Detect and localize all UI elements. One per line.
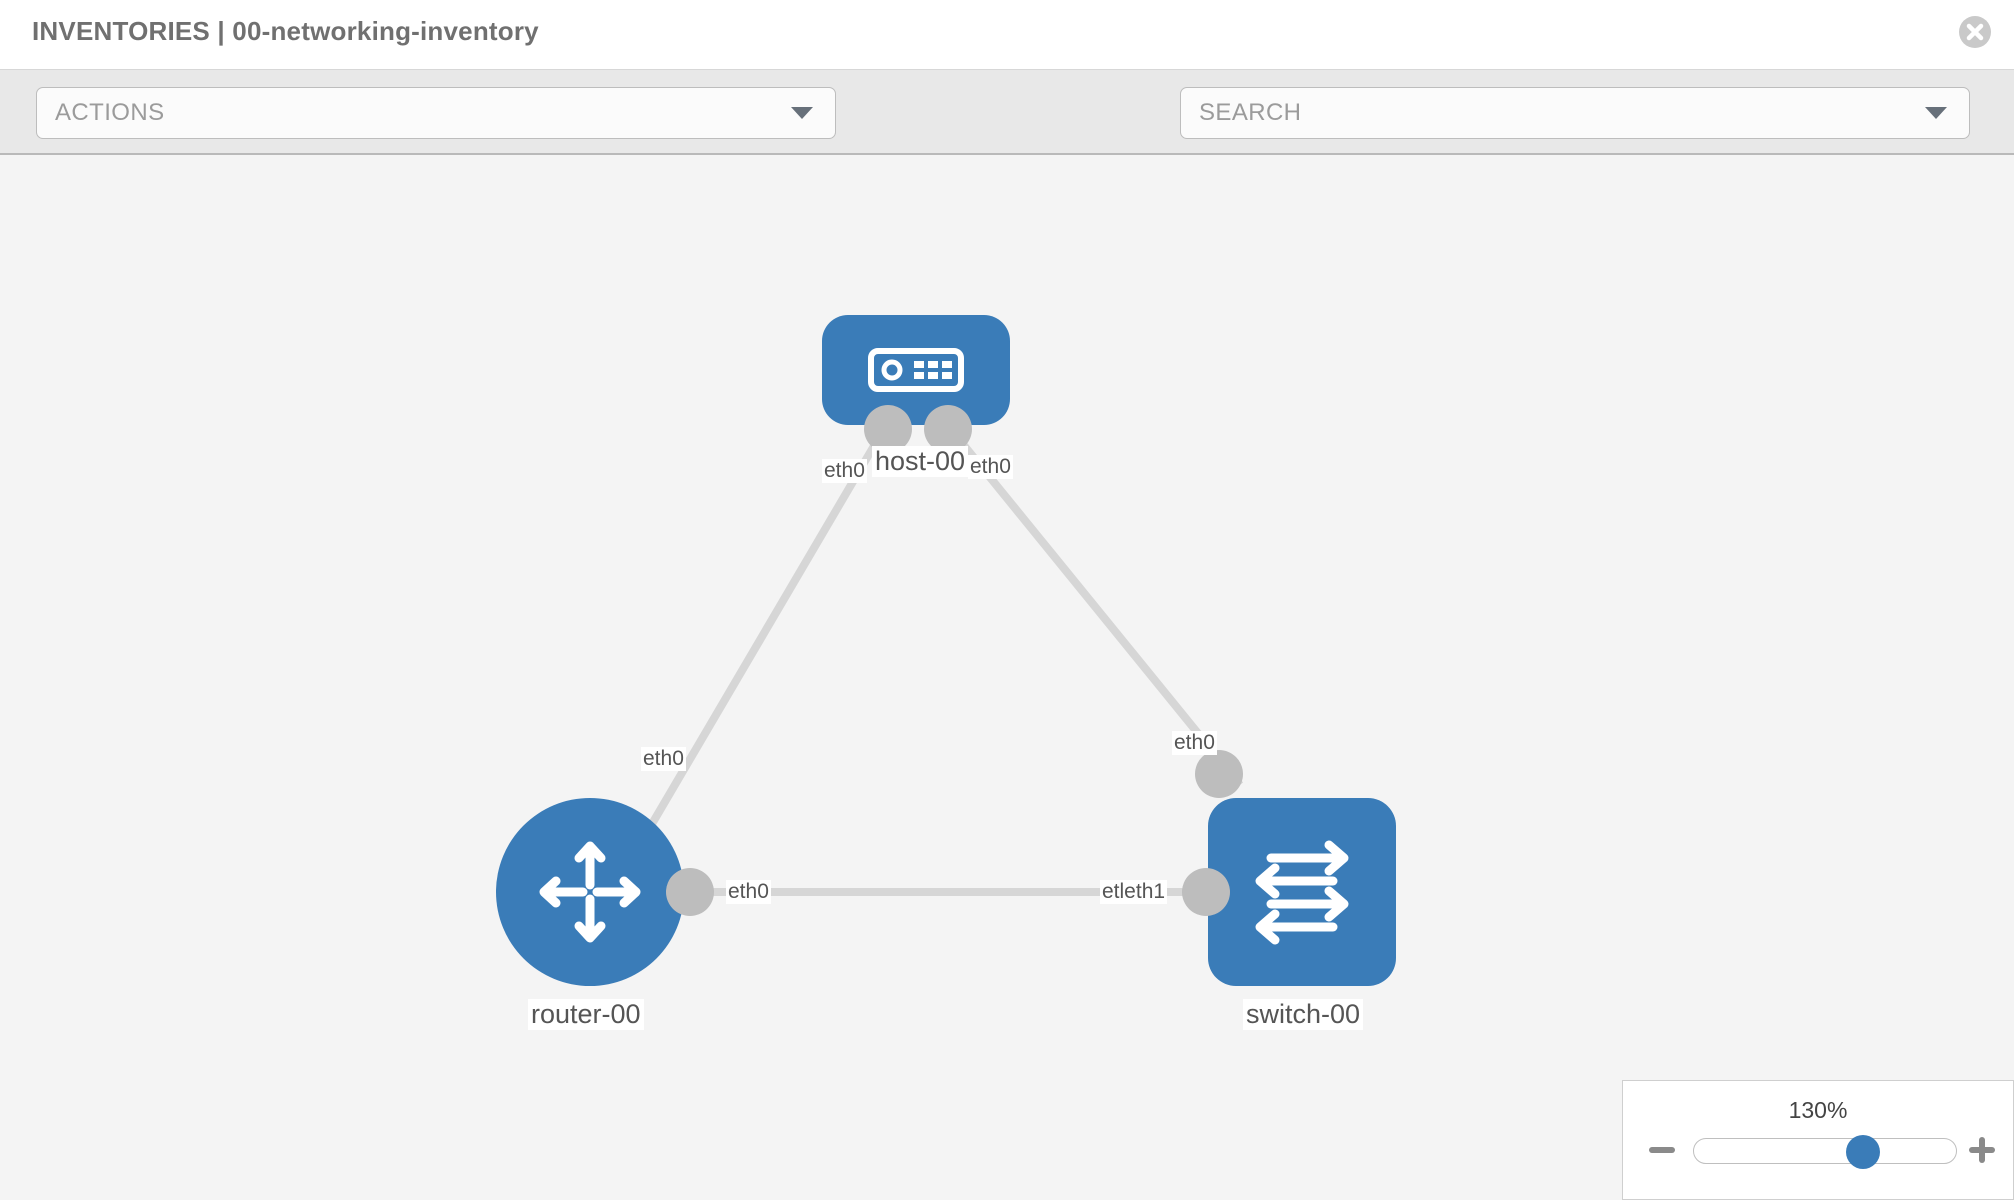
link-host-router <box>608 419 892 895</box>
edge-label-host-eth0-right: eth0 <box>968 455 1013 479</box>
search-input[interactable]: SEARCH <box>1180 87 1970 139</box>
node-host-00-shape[interactable] <box>822 315 1010 425</box>
port-switch-eth0-upper[interactable] <box>1195 750 1243 798</box>
node-router-00-label: router-00 <box>528 999 644 1030</box>
page-header: INVENTORIES | 00-networking-inventory <box>0 0 2014 70</box>
topology-canvas[interactable]: host-00 eth0 eth0 router-00 eth0 eth0 <box>0 157 2014 1200</box>
zoom-slider[interactable] <box>1693 1135 1957 1169</box>
edge-label-switch-eth0-upper: eth0 <box>1172 731 1217 755</box>
server-icon <box>868 348 964 392</box>
port-host-eth0-left[interactable] <box>864 405 912 453</box>
router-arrows-icon <box>539 841 641 943</box>
port-router-eth0-right[interactable] <box>666 868 714 916</box>
actions-dropdown-label: ACTIONS <box>55 99 165 126</box>
search-placeholder: SEARCH <box>1199 99 1302 126</box>
link-host-switch <box>941 419 1244 788</box>
node-router-00-shape[interactable] <box>496 798 684 986</box>
port-host-eth0-right[interactable] <box>924 405 972 453</box>
node-switch-00[interactable] <box>1208 798 1396 986</box>
edge-label-router-eth0-right: eth0 <box>726 880 771 904</box>
edge-label-host-eth0-left: eth0 <box>822 459 867 483</box>
node-switch-00-label: switch-00 <box>1243 999 1364 1030</box>
node-router-00[interactable] <box>496 798 684 986</box>
zoom-slider-thumb[interactable] <box>1846 1135 1880 1169</box>
plus-icon[interactable] <box>1965 1133 1999 1167</box>
node-host-00-label: host-00 <box>872 446 969 477</box>
port-switch-eth1-left[interactable] <box>1182 868 1230 916</box>
close-icon[interactable] <box>1958 15 1992 49</box>
chevron-down-icon <box>791 107 813 119</box>
minus-icon[interactable] <box>1645 1133 1679 1167</box>
zoom-level-label: 130% <box>1788 1097 1848 1123</box>
switch-arrows-icon <box>1255 840 1349 945</box>
edge-label-switch-eth1-left: etleth1 <box>1100 880 1168 904</box>
actions-dropdown[interactable]: ACTIONS <box>36 87 836 139</box>
node-host-00[interactable] <box>822 315 1010 425</box>
chevron-down-icon[interactable] <box>1925 107 1947 119</box>
zoom-control[interactable]: 130% <box>1622 1080 2014 1200</box>
edge-label-router-eth0-upper: eth0 <box>641 747 686 771</box>
topology-links <box>608 419 1244 896</box>
page-title: INVENTORIES | 00-networking-inventory <box>32 16 539 46</box>
node-switch-00-shape[interactable] <box>1208 798 1396 986</box>
toolbar: ACTIONS SEARCH <box>0 70 2014 196</box>
